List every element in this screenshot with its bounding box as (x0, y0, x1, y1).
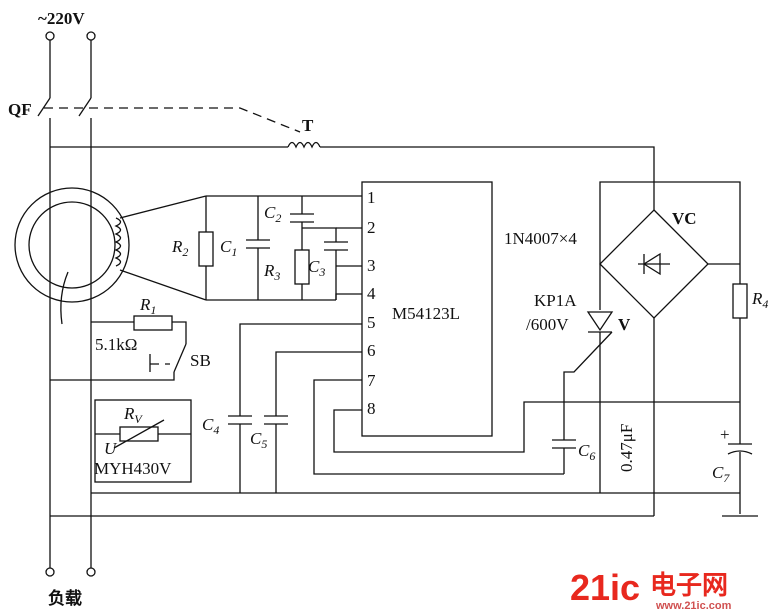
watermark-url: www.21ic.com (655, 600, 732, 612)
ic-pin-5: 5 (367, 313, 376, 332)
varistor-rv (119, 426, 159, 442)
r2-label: R2 (171, 237, 188, 259)
pin8-wire (333, 401, 740, 453)
c7-label: C7 (712, 463, 730, 485)
c1-label: C1 (220, 237, 237, 259)
c7-polarity: + (720, 425, 730, 444)
r3-label: R3 (263, 261, 280, 283)
load-terminal-left (45, 567, 55, 577)
varistor-part: MYH430V (94, 459, 172, 478)
bridge-label: VC (672, 209, 697, 228)
supply-label: ~220V (38, 9, 85, 28)
r4-label: R4 (751, 289, 768, 311)
c2-label: C2 (264, 203, 281, 225)
ic-pin-1: 1 (367, 188, 376, 207)
watermark-brand: 电子网 (650, 570, 728, 600)
ic-pin-7: 7 (367, 371, 376, 390)
r1-value: 5.1kΩ (95, 335, 137, 354)
test-circuit: R1 5.1kΩ SB (50, 295, 211, 381)
load-terminal-right (86, 567, 96, 577)
resistor-r4 (732, 283, 748, 319)
trip-coil-t: T (50, 116, 655, 210)
resistor-r3 (294, 249, 310, 285)
c6-value: 0.47μF (617, 424, 636, 472)
current-transformer (14, 187, 207, 325)
ic-label: M54123L (392, 304, 460, 323)
capacitor-c4-branch: C4 (202, 323, 362, 493)
capacitor-c5 (264, 415, 288, 425)
thyristor-rating: /600V (526, 315, 569, 334)
capacitor-c3 (324, 241, 348, 251)
breaker-qf: QF (8, 100, 301, 133)
transformer-label: T (302, 116, 314, 135)
varistor-circuit: RV U MYH430V (94, 399, 192, 483)
load-label: 负载 (48, 588, 82, 608)
watermark-logo: 21ic (570, 567, 640, 608)
diode-label: 1N4007×4 (504, 229, 577, 248)
ic-pin-3: 3 (367, 256, 376, 275)
capacitor-c4 (228, 415, 252, 425)
resistor-r1 (133, 315, 173, 331)
switch-label: SB (190, 351, 211, 370)
varistor-symbol: U (104, 439, 118, 458)
watermark: 21ic 电子网 www.21ic.com (570, 567, 732, 612)
thyristor-kp1a: C6 KP1A /600V V 0.47μF (526, 264, 636, 493)
thyristor-label: V (618, 315, 631, 334)
c5-label: C5 (250, 429, 267, 451)
ic-pin-2: 2 (367, 218, 376, 237)
supply-terminal-left (45, 31, 55, 41)
ic-m54123l: M54123L 1 2 3 4 5 6 7 8 (361, 181, 493, 437)
capacitor-c6 (552, 439, 576, 449)
breaker-label: QF (8, 100, 32, 119)
r1-label: R1 (139, 295, 156, 317)
thyristor-part: KP1A (534, 291, 577, 310)
resistor-r4-branch: R4 (732, 283, 768, 402)
c6-label: C6 (578, 441, 595, 463)
resistor-r2 (198, 231, 214, 267)
supply-terminal-right (86, 31, 96, 41)
rv-label: RV (123, 404, 143, 426)
capacitor-c5-branch: C5 (250, 351, 362, 493)
bridge-rectifier-vc: VC 1N4007×4 (504, 181, 741, 516)
ic-pin-4: 4 (367, 284, 376, 303)
c4-label: C4 (202, 415, 219, 437)
pin7-wire (313, 379, 564, 475)
capacitor-c2 (290, 213, 314, 223)
ic-pin-6: 6 (367, 341, 376, 360)
ic-pin-8: 8 (367, 399, 376, 418)
capacitor-c1 (246, 239, 270, 249)
capacitor-c7-branch: + C7 (712, 402, 758, 517)
mains-supply: ~220V 负载 (37, 9, 96, 608)
sensor-network: R2 C1 C2 R3 C3 (171, 195, 362, 301)
c3-label: C3 (308, 257, 325, 279)
